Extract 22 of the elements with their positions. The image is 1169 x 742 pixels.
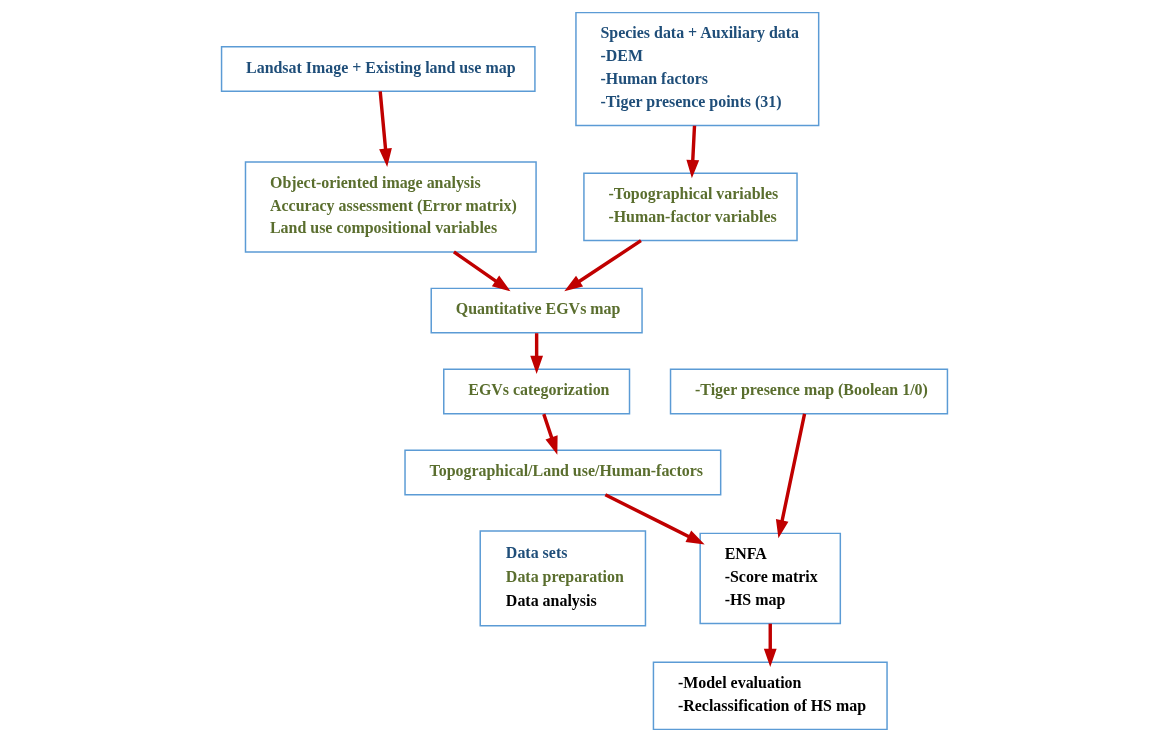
arrow — [775, 413, 807, 539]
legend-label: Data analysis — [505, 591, 597, 609]
node-box: -Model evaluation -Reclassification of HS map — [652, 661, 888, 731]
arrow — [378, 91, 392, 167]
arrow — [763, 623, 777, 667]
arrow — [452, 250, 511, 292]
node-box: Species data + Auxiliary data -DEM -Human factors -Tiger presence points (31) — [575, 11, 820, 127]
arrow — [564, 239, 642, 292]
node-box: -Topographical variables -Human-factor variables — [583, 172, 798, 242]
arrow — [686, 125, 700, 179]
node-box: Quantitative EGVs map — [430, 287, 643, 334]
node-box: Object-oriented image analysis Accuracy assessment (Error matrix) Land use compositional variables — [244, 161, 537, 253]
node-box: Landsat Image + Existing land use map — [220, 46, 536, 92]
node-box: EGVs categorization — [443, 368, 631, 415]
legend-label: Data preparation — [505, 568, 624, 586]
node-box: -Tiger presence map (Boolean 1/0) — [669, 368, 949, 415]
arrow — [542, 413, 558, 455]
node-box: ENFA -Score matrix -HS map — [699, 532, 842, 625]
node-box: Topographical/Land use/Human-factors — [404, 449, 722, 496]
legend-label: Data sets — [505, 544, 568, 562]
arrow — [604, 493, 705, 545]
arrow — [530, 333, 544, 375]
